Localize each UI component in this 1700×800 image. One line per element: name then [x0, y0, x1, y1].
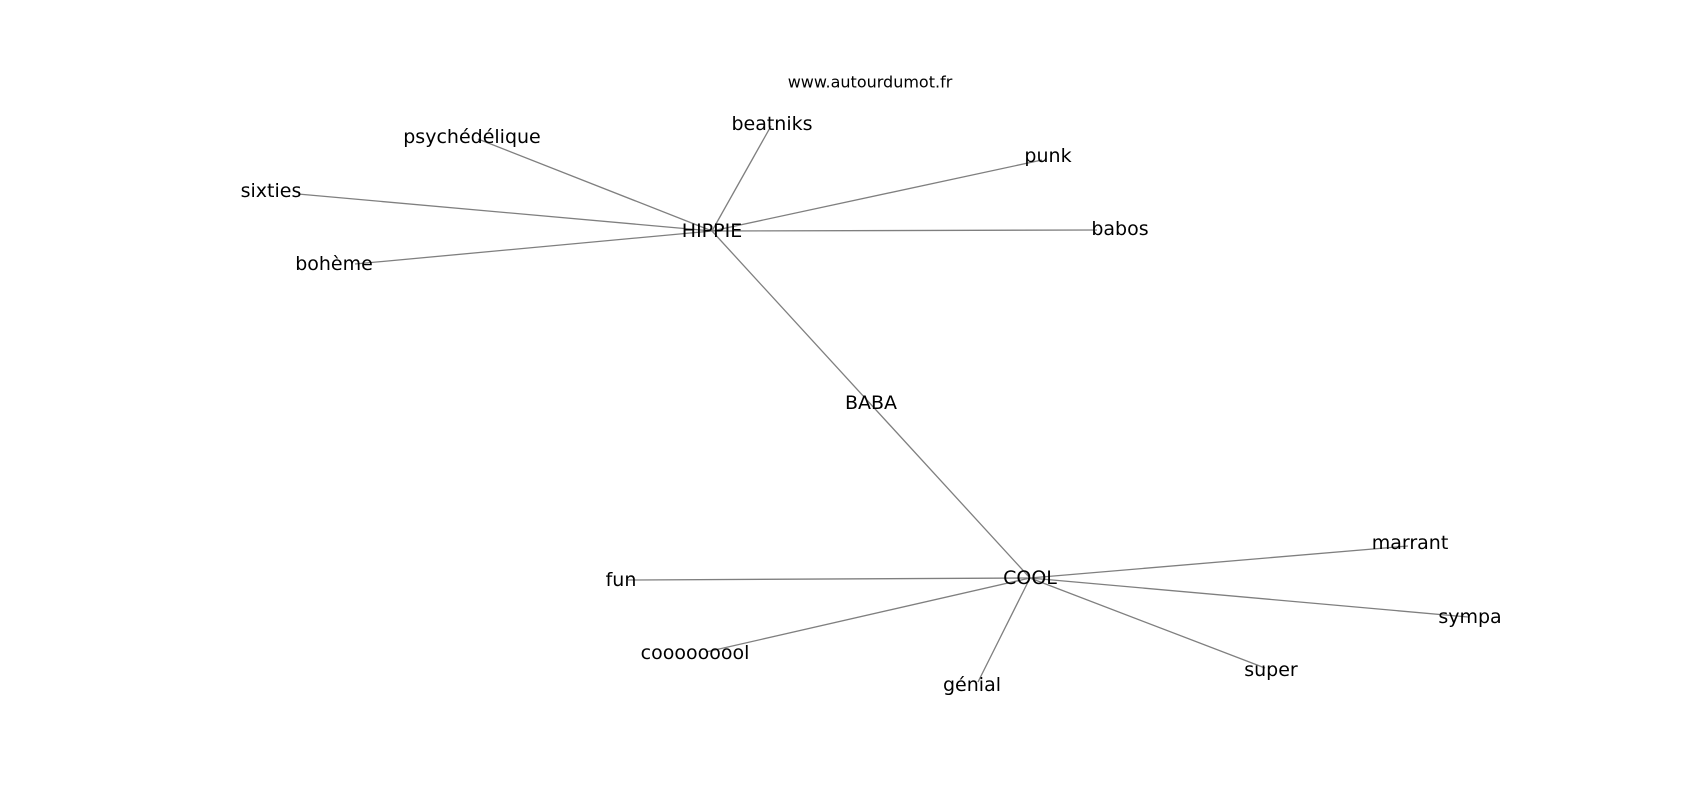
node-hippie[interactable]: HIPPIE: [682, 220, 742, 242]
edges-layer: [297, 125, 1469, 683]
node-beatniks[interactable]: beatniks: [731, 113, 812, 135]
node-boheme[interactable]: bohème: [295, 253, 373, 275]
edge-hippie-boheme: [354, 230, 713, 265]
node-marrant[interactable]: marrant: [1372, 532, 1449, 554]
node-cool[interactable]: COOL: [1003, 567, 1057, 589]
edge-cool-super: [1029, 577, 1266, 669]
node-punk[interactable]: punk: [1024, 145, 1071, 167]
edge-hippie-psychedelique: [477, 138, 713, 232]
node-coool[interactable]: cooooooool: [641, 642, 750, 664]
edge-cool-fun: [627, 577, 1031, 581]
node-sympa[interactable]: sympa: [1438, 606, 1501, 628]
node-sixties[interactable]: sixties: [241, 180, 302, 202]
edge-cool-marrant: [1029, 545, 1409, 579]
edge-cool-coool: [705, 577, 1031, 653]
edge-hippie-cool: [711, 230, 1031, 579]
nodes-layer: BABA HIPPIE COOL psychédélique beatniks punk s…: [241, 113, 1502, 696]
edge-cool-sympa: [1029, 577, 1469, 618]
edge-hippie-punk: [711, 159, 1043, 232]
edge-hippie-beatniks: [711, 125, 772, 232]
node-psychedelique[interactable]: psychédélique: [403, 126, 540, 148]
edge-cool-genial: [977, 577, 1031, 683]
node-babos[interactable]: babos: [1091, 218, 1148, 240]
node-genial[interactable]: génial: [943, 674, 1001, 696]
edge-hippie-babos: [711, 229, 1098, 232]
edge-hippie-sixties: [297, 193, 713, 232]
source-watermark: www.autourdumot.fr: [788, 73, 953, 92]
node-baba[interactable]: BABA: [845, 392, 897, 414]
node-super[interactable]: super: [1244, 659, 1298, 681]
node-fun[interactable]: fun: [606, 569, 637, 591]
